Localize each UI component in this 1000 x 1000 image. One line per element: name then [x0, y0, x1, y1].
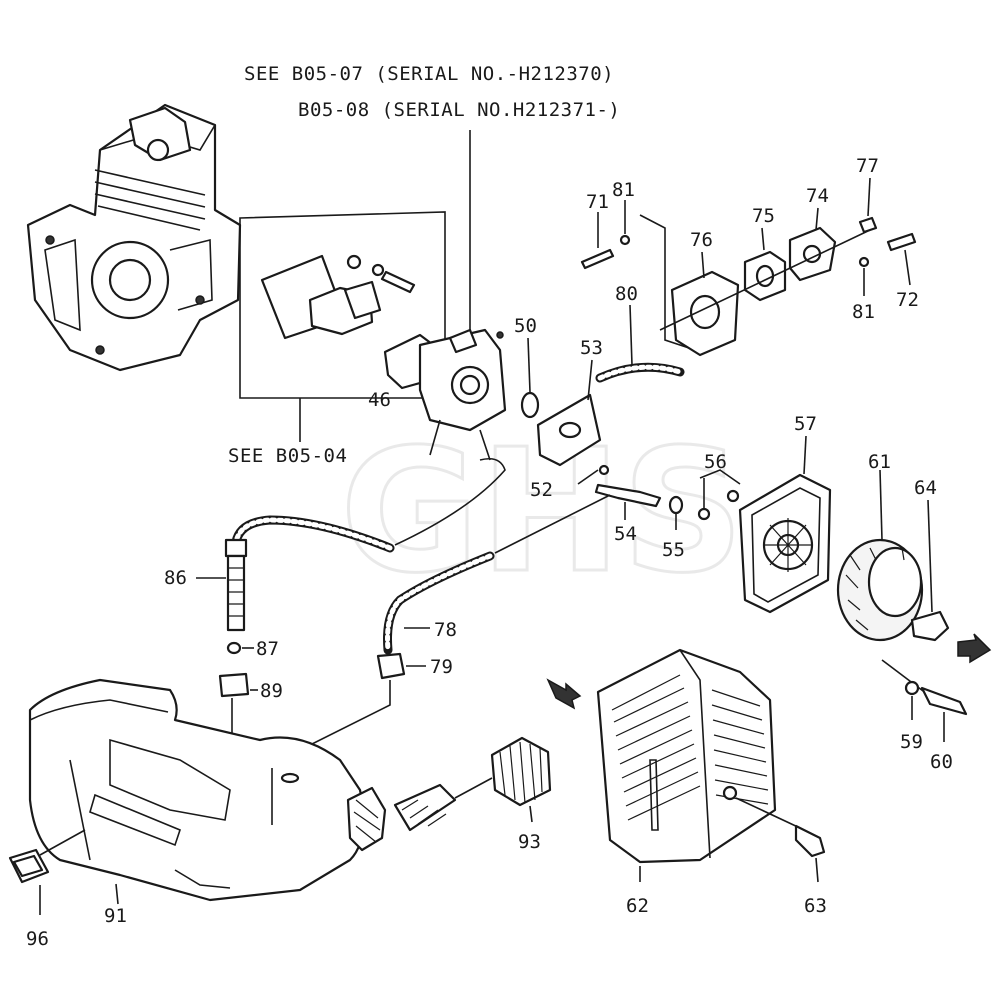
part-label-54: 54: [614, 523, 637, 545]
part-label-81a: 81: [612, 179, 635, 201]
part-label-53: 53: [580, 337, 603, 359]
part-label-64: 64: [914, 477, 937, 499]
direction-arrow-left: [546, 678, 582, 710]
part-86-fitting: [224, 538, 248, 558]
part-55-ring: [668, 495, 684, 515]
part-86-filter: [226, 554, 246, 632]
part-label-86: 86: [164, 567, 187, 589]
part-63-screw: [794, 824, 826, 858]
muffler-cover: [596, 648, 777, 864]
part-label-76: 76: [690, 229, 713, 251]
part-label-60: 60: [930, 751, 953, 773]
part-label-71: 71: [586, 191, 609, 213]
part-label-91: 91: [104, 905, 127, 927]
fuel-tank: [28, 678, 387, 902]
part-label-87: 87: [256, 638, 279, 660]
part-89-bushing: [218, 672, 250, 698]
part-54-bracket: [594, 483, 662, 508]
part-label-46: 46: [368, 389, 391, 411]
air-cleaner-assembly: [659, 226, 871, 357]
part-64-pawl: [910, 610, 950, 642]
recoil-starter-case: [738, 473, 832, 614]
part-label-77: 77: [856, 155, 879, 177]
part-label-81b: 81: [852, 301, 875, 323]
starter-pulley: [836, 538, 924, 642]
part-label-63: 63: [804, 895, 827, 917]
see-b05-04-note: SEE B05-04: [228, 445, 347, 467]
part-label-96: 96: [26, 928, 49, 950]
part-label-59: 59: [900, 731, 923, 753]
part-label-89: 89: [260, 680, 283, 702]
part-56-screw-b: [726, 489, 740, 503]
part-label-62: 62: [626, 895, 649, 917]
part-label-74: 74: [806, 185, 829, 207]
part-label-75: 75: [752, 205, 775, 227]
part-label-61: 61: [868, 451, 891, 473]
part-72-bolt: [886, 232, 917, 252]
reference-inset-b05-04: SEE B05-04: [228, 211, 446, 467]
part-label-55: 55: [662, 539, 685, 561]
part-81-washer-a: [619, 234, 631, 246]
part-59-washer: [904, 680, 920, 696]
b05-08-note: B05-08 (SERIAL NO.H212371-): [298, 99, 620, 121]
part-label-72: 72: [896, 289, 919, 311]
part-93-fuel-cap: [490, 736, 552, 807]
part-79-vent: [376, 652, 406, 680]
see-b05-07-note: SEE B05-07 (SERIAL NO.-H212370): [244, 63, 614, 85]
part-60-bolt: [920, 686, 968, 716]
engine-block: [26, 103, 242, 372]
part-50-gasket: [520, 391, 540, 419]
part-87-grommet: [226, 641, 242, 655]
part-77-nut: [858, 216, 878, 234]
part-label-56: 56: [704, 451, 727, 473]
part-label-50: 50: [514, 315, 537, 337]
part-label-78: 78: [434, 619, 457, 641]
carburetor: [383, 328, 507, 461]
part-81-washer-b: [858, 256, 870, 268]
part-71-screw: [580, 248, 615, 270]
part-label-79: 79: [430, 656, 453, 678]
part-label-80: 80: [615, 283, 638, 305]
part-label-93: 93: [518, 831, 541, 853]
direction-arrow-right: [957, 633, 992, 664]
part-56-screw-a: [697, 507, 711, 521]
part-label-52: 52: [530, 479, 553, 501]
part-label-57: 57: [794, 413, 817, 435]
